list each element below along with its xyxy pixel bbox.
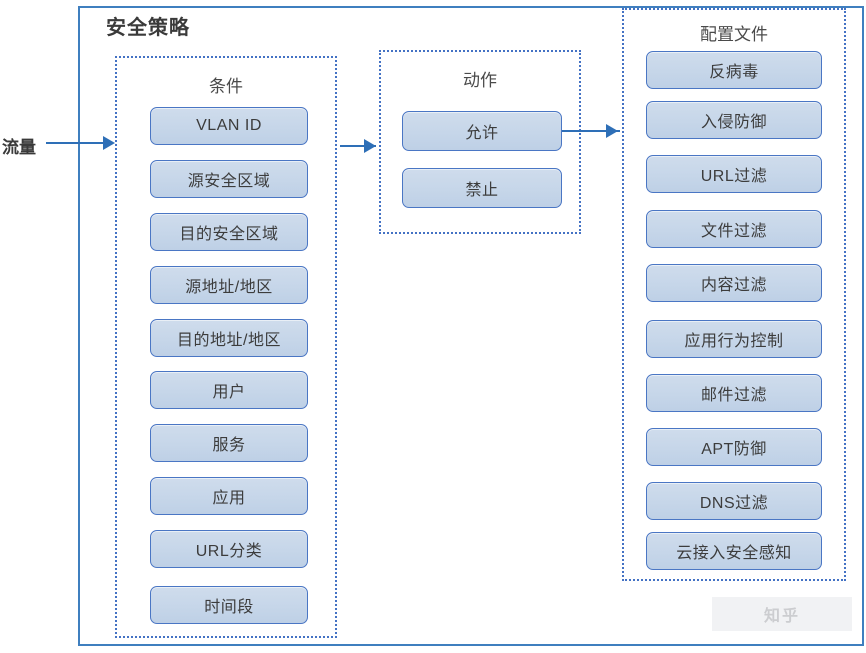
profile-group-title: 配置文件 [700,25,768,44]
action-item-permit[interactable]: 允许 [402,111,562,151]
condition-item-destination-address[interactable]: 目的地址/地区 [150,319,308,357]
action-to-profile-arrow-head-icon [606,124,618,138]
profile-item-apt-defense[interactable]: APT防御 [646,428,822,466]
profile-item-content-filtering[interactable]: 内容过滤 [646,264,822,302]
condition-item-time-range[interactable]: 时间段 [150,586,308,624]
condition-item-vlan-id[interactable]: VLAN ID [150,107,308,145]
watermark: 知乎 [712,597,852,631]
condition-item-source-address[interactable]: 源地址/地区 [150,266,308,304]
condition-group-title: 条件 [209,77,243,96]
profile-group [622,8,846,581]
action-group-title: 动作 [463,71,497,90]
profile-item-application-behavior-control[interactable]: 应用行为控制 [646,320,822,358]
action-to-profile-line [562,130,620,132]
profile-item-antivirus[interactable]: 反病毒 [646,51,822,89]
condition-item-service[interactable]: 服务 [150,424,308,462]
condition-item-source-zone[interactable]: 源安全区域 [150,160,308,198]
profile-item-mail-filtering[interactable]: 邮件过滤 [646,374,822,412]
profile-item-casb[interactable]: 云接入安全感知 [646,532,822,570]
condition-to-action-arrow-head-icon [364,139,376,153]
profile-item-url-filtering[interactable]: URL过滤 [646,155,822,193]
profile-item-dns-filtering[interactable]: DNS过滤 [646,482,822,520]
traffic-arrow-line [46,142,104,144]
profile-item-file-filtering[interactable]: 文件过滤 [646,210,822,248]
condition-group [115,56,337,638]
condition-item-user[interactable]: 用户 [150,371,308,409]
profile-item-intrusion-prevention[interactable]: 入侵防御 [646,101,822,139]
condition-item-application[interactable]: 应用 [150,477,308,515]
condition-item-destination-zone[interactable]: 目的安全区域 [150,213,308,251]
condition-to-action-line [340,145,376,147]
action-group [379,50,581,234]
traffic-arrow-head-icon [103,136,115,150]
action-item-deny[interactable]: 禁止 [402,168,562,208]
page-title: 安全策略 [106,17,190,39]
traffic-flow-label: 流量 [2,138,36,157]
condition-item-url-category[interactable]: URL分类 [150,530,308,568]
security-policy-frame [78,6,864,646]
